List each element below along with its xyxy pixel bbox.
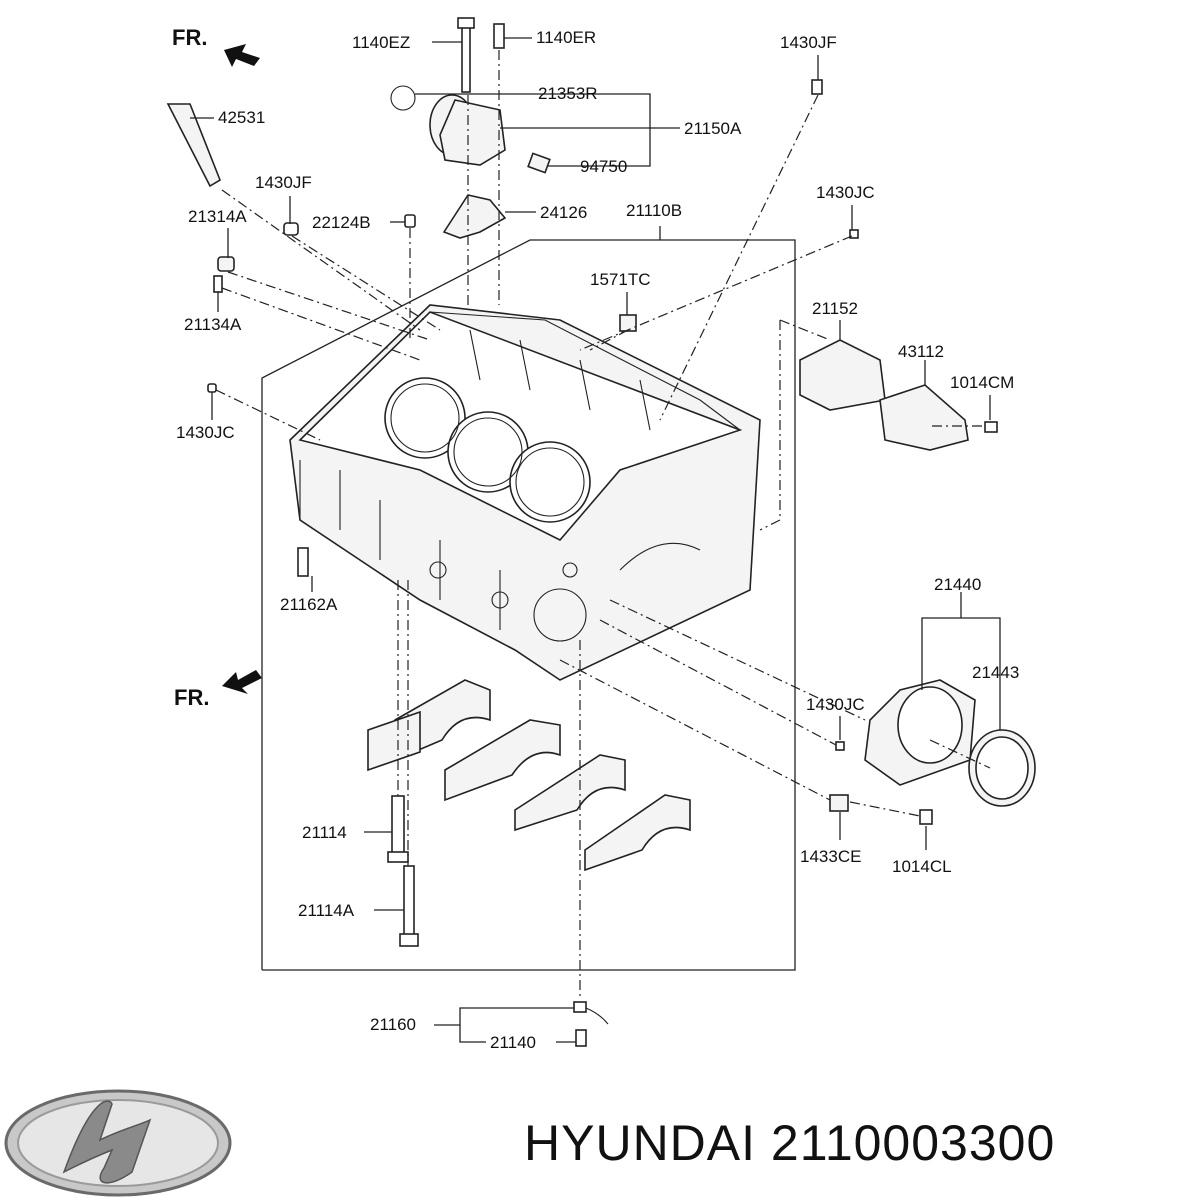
cylinder-bore-1 (384, 377, 466, 459)
label-42531: 42531 (218, 108, 265, 127)
front-marker-bottom: FR. (174, 670, 262, 710)
label-21314A: 21314A (188, 207, 247, 226)
label-1014CM: 1014CM (950, 373, 1014, 392)
cylinder-bore-3 (509, 441, 591, 523)
front-arrow-top-icon (224, 44, 260, 67)
brand-part-number: HYUNDAI 2110003300 (524, 1115, 1055, 1171)
left-small-parts (166, 103, 416, 577)
label-1430JC-right: 1430JC (816, 183, 875, 202)
label-1433CE: 1433CE (800, 847, 861, 866)
label-24126: 24126 (540, 203, 587, 222)
main-bearing-bolts (387, 795, 419, 947)
label-1430JC-low: 1430JC (806, 695, 865, 714)
front-arrow-bottom-icon (222, 670, 262, 694)
label-21162A: 21162A (280, 595, 338, 614)
label-21140: 21140 (490, 1033, 536, 1052)
label-21150A: 21150A (684, 119, 742, 138)
thermostat-housing-21150A (390, 85, 551, 174)
part-labels: 1140EZ 1140ER 1430JF 42531 21353R 21150A… (176, 28, 1019, 1052)
front-marker-top-label: FR. (172, 25, 207, 50)
label-1140EZ: 1140EZ (352, 33, 410, 52)
front-marker-top: FR. (172, 25, 260, 67)
label-22124B: 22124B (312, 213, 371, 232)
label-21440: 21440 (934, 575, 981, 594)
label-1014CL: 1014CL (892, 857, 952, 876)
assembly-lines (215, 50, 991, 1000)
block-frame (261, 226, 796, 971)
label-1571TC: 1571TC (590, 270, 650, 289)
rear-oil-seal-assembly (829, 679, 1036, 825)
bearing-caps (367, 679, 691, 872)
label-21443: 21443 (972, 663, 1019, 682)
label-1430JF-left: 1430JF (255, 173, 312, 192)
label-43112: 43112 (898, 342, 944, 361)
cylinder-block-21110B (289, 304, 761, 681)
label-21134A: 21134A (184, 315, 242, 334)
label-21114: 21114 (302, 823, 347, 842)
bolts-top (457, 17, 505, 93)
oil-jet-21160 (573, 1001, 609, 1047)
label-1430JC-left: 1430JC (176, 423, 235, 442)
label-1140ER: 1140ER (536, 28, 596, 47)
part-42531-illustration (166, 103, 221, 188)
label-94750: 94750 (580, 157, 627, 176)
label-1430JF-top: 1430JF (780, 33, 837, 52)
label-21110B: 21110B (626, 201, 682, 220)
label-21353R: 21353R (538, 84, 598, 103)
label-21160: 21160 (370, 1015, 416, 1034)
gasket-24126-illustration (442, 194, 507, 239)
label-21114A: 21114A (298, 901, 355, 920)
leader-lines (190, 37, 1001, 1043)
hyundai-logo (4, 1089, 232, 1197)
front-marker-bottom-label: FR. (174, 685, 209, 710)
label-21152: 21152 (812, 299, 858, 318)
